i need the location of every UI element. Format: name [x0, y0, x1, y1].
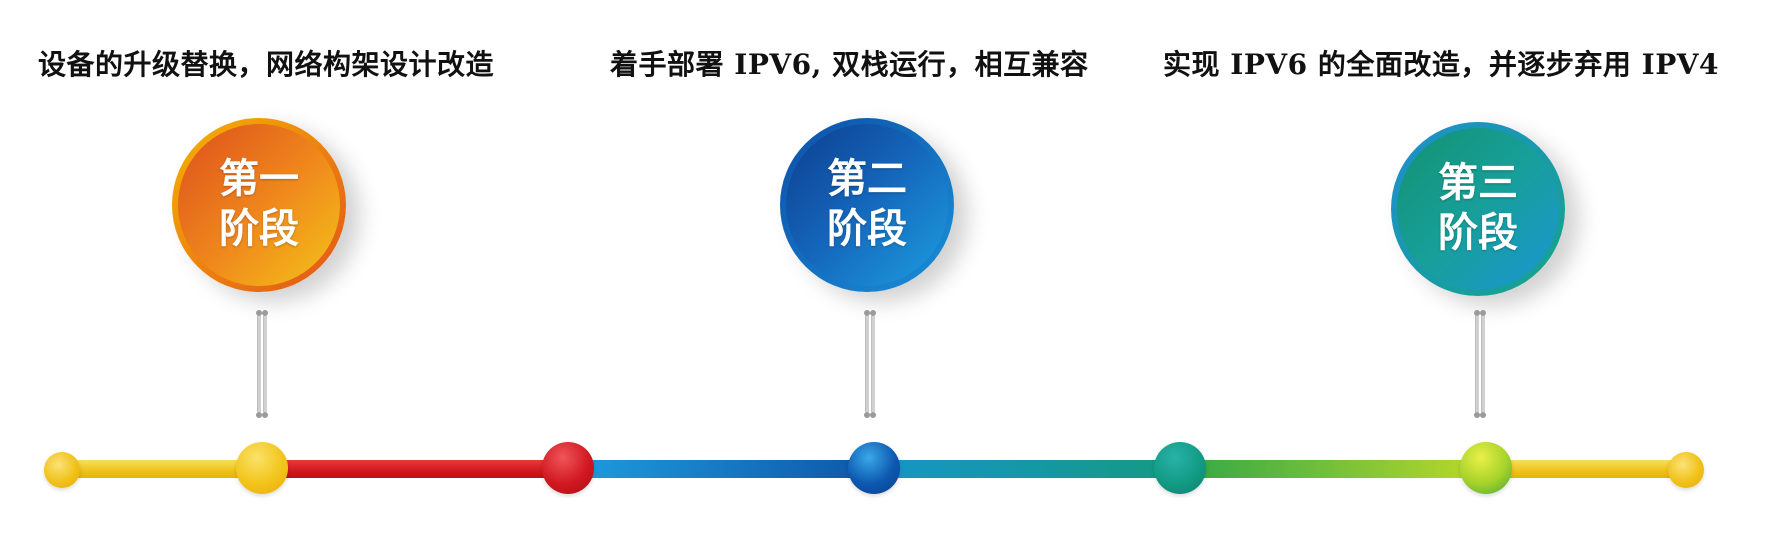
stage-3-connector — [1474, 310, 1486, 418]
stage-1-circle: 第一 阶段 — [172, 118, 346, 292]
timeline-node-start — [44, 452, 80, 488]
stage-2-circle: 第二 阶段 — [780, 118, 954, 292]
connector-dot — [262, 310, 268, 316]
stage-3-circle: 第三 阶段 — [1391, 122, 1565, 296]
stage-1-label-line1: 第一 — [219, 155, 299, 202]
connector-bar — [263, 316, 267, 412]
stage-3-circle-fill: 第三 阶段 — [1397, 128, 1559, 290]
connector-bar — [1475, 316, 1479, 412]
stage-3-caption: 实现 IPV6 的全面改造，并逐步弃用 IPV4 — [1163, 48, 1719, 81]
timeline-segment-yellow-start — [62, 460, 282, 478]
connector-dot — [262, 412, 268, 418]
connector-dot — [1480, 412, 1486, 418]
connector-bar — [871, 316, 875, 412]
stage-3-label-line2: 阶段 — [1438, 209, 1518, 256]
timeline-node-red — [542, 442, 594, 494]
connector-dot — [870, 310, 876, 316]
connector-dot — [1480, 310, 1486, 316]
timeline-segment-yellow-end — [1470, 460, 1690, 478]
timeline-segment-green — [1176, 460, 1486, 478]
timeline-segment-teal — [872, 460, 1192, 478]
stage-2-label-line2: 阶段 — [827, 205, 907, 252]
timeline-segment-red — [262, 460, 582, 478]
timeline-node-stage-2 — [848, 442, 900, 494]
connector-bar — [1481, 316, 1485, 412]
stage-1-label-line2: 阶段 — [219, 205, 299, 252]
connector-dot — [870, 412, 876, 418]
connector-bar — [257, 316, 261, 412]
stage-1-connector — [256, 310, 268, 418]
stage-3-label-line1: 第三 — [1438, 159, 1518, 206]
timeline-segment-blue — [566, 460, 886, 478]
timeline-node-stage-3 — [1460, 442, 1512, 494]
connector-bar — [865, 316, 869, 412]
timeline-node-end — [1668, 452, 1704, 488]
stage-2-connector — [864, 310, 876, 418]
connector-dot — [256, 412, 262, 418]
timeline-node-stage-1 — [236, 442, 288, 494]
connector-dot — [1474, 310, 1480, 316]
stage-2-circle-fill: 第二 阶段 — [786, 124, 948, 286]
stage-1-caption: 设备的升级替换，网络构架设计改造 — [38, 48, 495, 81]
connector-dot — [864, 310, 870, 316]
stage-2-caption: 着手部署 IPV6, 双栈运行，相互兼容 — [610, 48, 1089, 81]
connector-dot — [1474, 412, 1480, 418]
timeline-node-teal — [1154, 442, 1206, 494]
connector-dot — [864, 412, 870, 418]
stage-2-label-line1: 第二 — [827, 155, 907, 202]
connector-dot — [256, 310, 262, 316]
stage-1-circle-fill: 第一 阶段 — [178, 124, 340, 286]
